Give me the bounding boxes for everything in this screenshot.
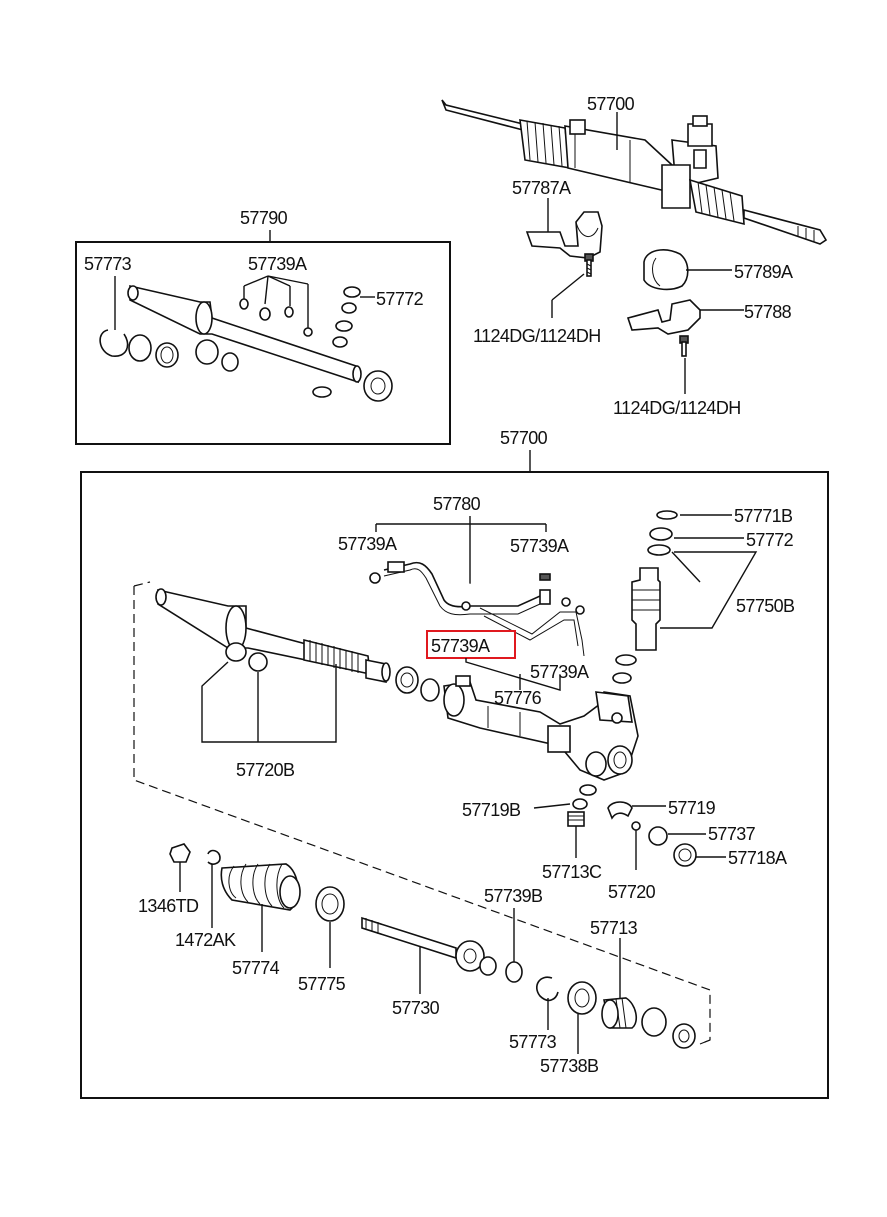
main-box: [80, 471, 829, 1099]
label-kit-57772: 57772: [376, 289, 424, 309]
label-57773-lower: 57773: [509, 1032, 557, 1052]
label-bolt-left: 1124DG/1124DH: [473, 326, 601, 346]
rack-seals: [201, 642, 337, 743]
label-57787a: 57787A: [512, 178, 571, 198]
clamp-left-part: [525, 198, 603, 259]
tie-rod: [361, 908, 523, 994]
label-57739a-right: 57739A: [510, 536, 569, 556]
bearing-parts: [536, 938, 696, 1054]
label-kit-57739a: 57739A: [248, 254, 307, 274]
kit-parts: 57773 57739A 57772: [84, 254, 424, 402]
label-57730: 57730: [392, 998, 440, 1018]
boot-parts: [169, 843, 345, 968]
label-57750b: 57750B: [736, 596, 795, 616]
yoke-parts: [533, 801, 726, 870]
label-57700-main: 57700: [500, 428, 548, 448]
label-57775: 57775: [298, 974, 346, 994]
highlight-box: [426, 630, 516, 659]
bush-part: [643, 249, 732, 291]
label-57771b: 57771B: [734, 506, 793, 526]
label-1346td: 1346TD: [138, 896, 199, 916]
label-1472ak: 1472AK: [175, 930, 236, 950]
label-57739a-highlight[interactable]: 57739A: [431, 636, 491, 656]
label-57700-top: 57700: [587, 94, 635, 114]
tube-set: [369, 516, 585, 657]
bolt-right-part: [679, 335, 689, 394]
label-57738b: 57738B: [540, 1056, 599, 1076]
label-57737: 57737: [708, 824, 756, 844]
label-57776: 57776: [494, 688, 542, 708]
label-57739b: 57739B: [484, 886, 543, 906]
label-57789a: 57789A: [734, 262, 793, 282]
label-57720: 57720: [608, 882, 656, 902]
bolt-left-part: [551, 253, 594, 318]
label-57739a-lower: 57739A: [530, 662, 589, 682]
kit-box: [75, 241, 451, 445]
label-57713c: 57713C: [542, 862, 602, 882]
rack-housing: [155, 588, 639, 810]
label-57719b: 57719B: [462, 800, 521, 820]
label-57720b: 57720B: [236, 760, 295, 780]
label-57718a: 57718A: [728, 848, 787, 868]
label-57713: 57713: [590, 918, 638, 938]
label-57788: 57788: [744, 302, 792, 322]
label-kit-57773: 57773: [84, 254, 132, 274]
label-57790: 57790: [240, 208, 288, 228]
label-57719: 57719: [668, 798, 716, 818]
clamp-right-part: [626, 299, 744, 335]
label-bolt-right: 1124DG/1124DH: [613, 398, 741, 418]
valve-stack: [612, 510, 758, 684]
label-57772: 57772: [746, 530, 794, 550]
steering-gear-assembly-top: [441, 99, 828, 245]
label-57780: 57780: [433, 494, 481, 514]
label-57739a-left: 57739A: [338, 534, 397, 554]
label-57774: 57774: [232, 958, 280, 978]
